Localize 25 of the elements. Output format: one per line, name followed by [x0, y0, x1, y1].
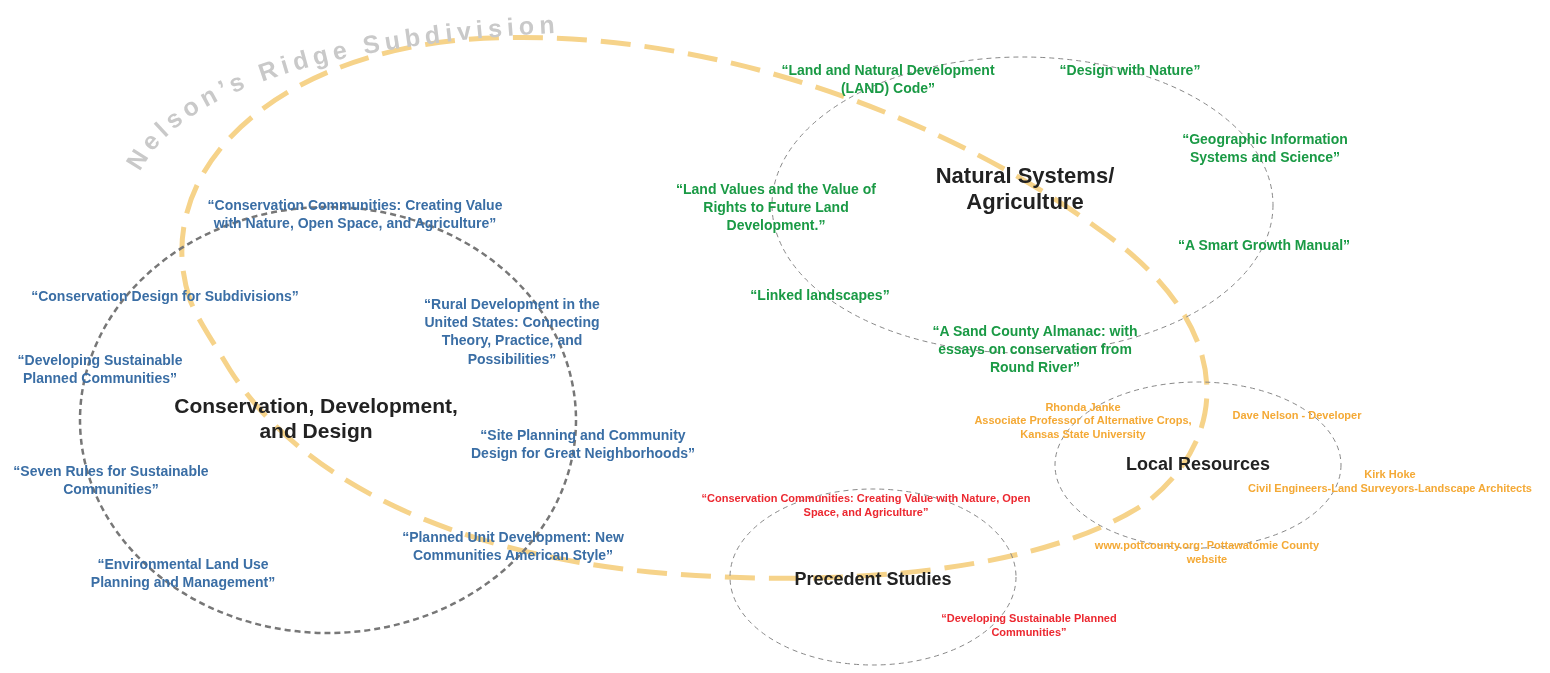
book-title: “Conservation Communities: Creating Value with Nature, Open Space, and Agriculture”	[206, 196, 504, 233]
book-title: “Land and Natural Development (LAND) Code”	[780, 61, 996, 98]
resource-note: www.pottcounty.org: Pottawatomie County website	[1093, 538, 1321, 567]
resource-note: Kirk Hoke	[1363, 467, 1417, 482]
group-heading: Natural Systems/ Agriculture	[934, 163, 1116, 216]
book-title: “A Smart Growth Manual”	[1176, 236, 1352, 255]
study-reference: “Conservation Communities: Creating Value with Nature, Open Space, and Agriculture”	[700, 491, 1032, 520]
resource-note: Dave Nelson - Developer	[1231, 408, 1363, 423]
resource-note: Civil Engineers-Land Surveyors-Landscape Architects	[1247, 481, 1533, 496]
book-title: “Developing Sustainable Planned Communities”	[16, 351, 184, 388]
book-title: “Land Values and the Value of Rights to Future Land Development.”	[675, 180, 877, 235]
book-title: “Site Planning and Community Design for Great Neighborhoods”	[470, 426, 696, 463]
book-title: “Seven Rules for Sustainable Communities”	[12, 462, 210, 499]
book-title: “Design with Nature”	[1058, 61, 1202, 80]
group-heading: Conservation, Development, and Design	[173, 393, 459, 444]
resource-note: Rhonda Janke	[1044, 400, 1122, 415]
book-title: “Linked landscapes”	[749, 286, 891, 305]
book-title: “Geographic Information Systems and Science”	[1181, 130, 1349, 167]
group-heading: Local Resources	[1124, 454, 1272, 476]
book-title: “A Sand County Almanac: with essays on conservation from Round River”	[931, 322, 1139, 377]
resource-note: Associate Professor of Alternative Crops, Kansas State University	[973, 413, 1193, 442]
study-reference: “Developing Sustainable Planned Communities”	[940, 611, 1118, 640]
book-title: “Rural Development in the United States: Connecting Theory, Practice, and Possibilities”	[423, 295, 601, 368]
group-heading: Precedent Studies	[793, 569, 953, 591]
book-title: “Environmental Land Use Planning and Management”	[89, 555, 277, 592]
